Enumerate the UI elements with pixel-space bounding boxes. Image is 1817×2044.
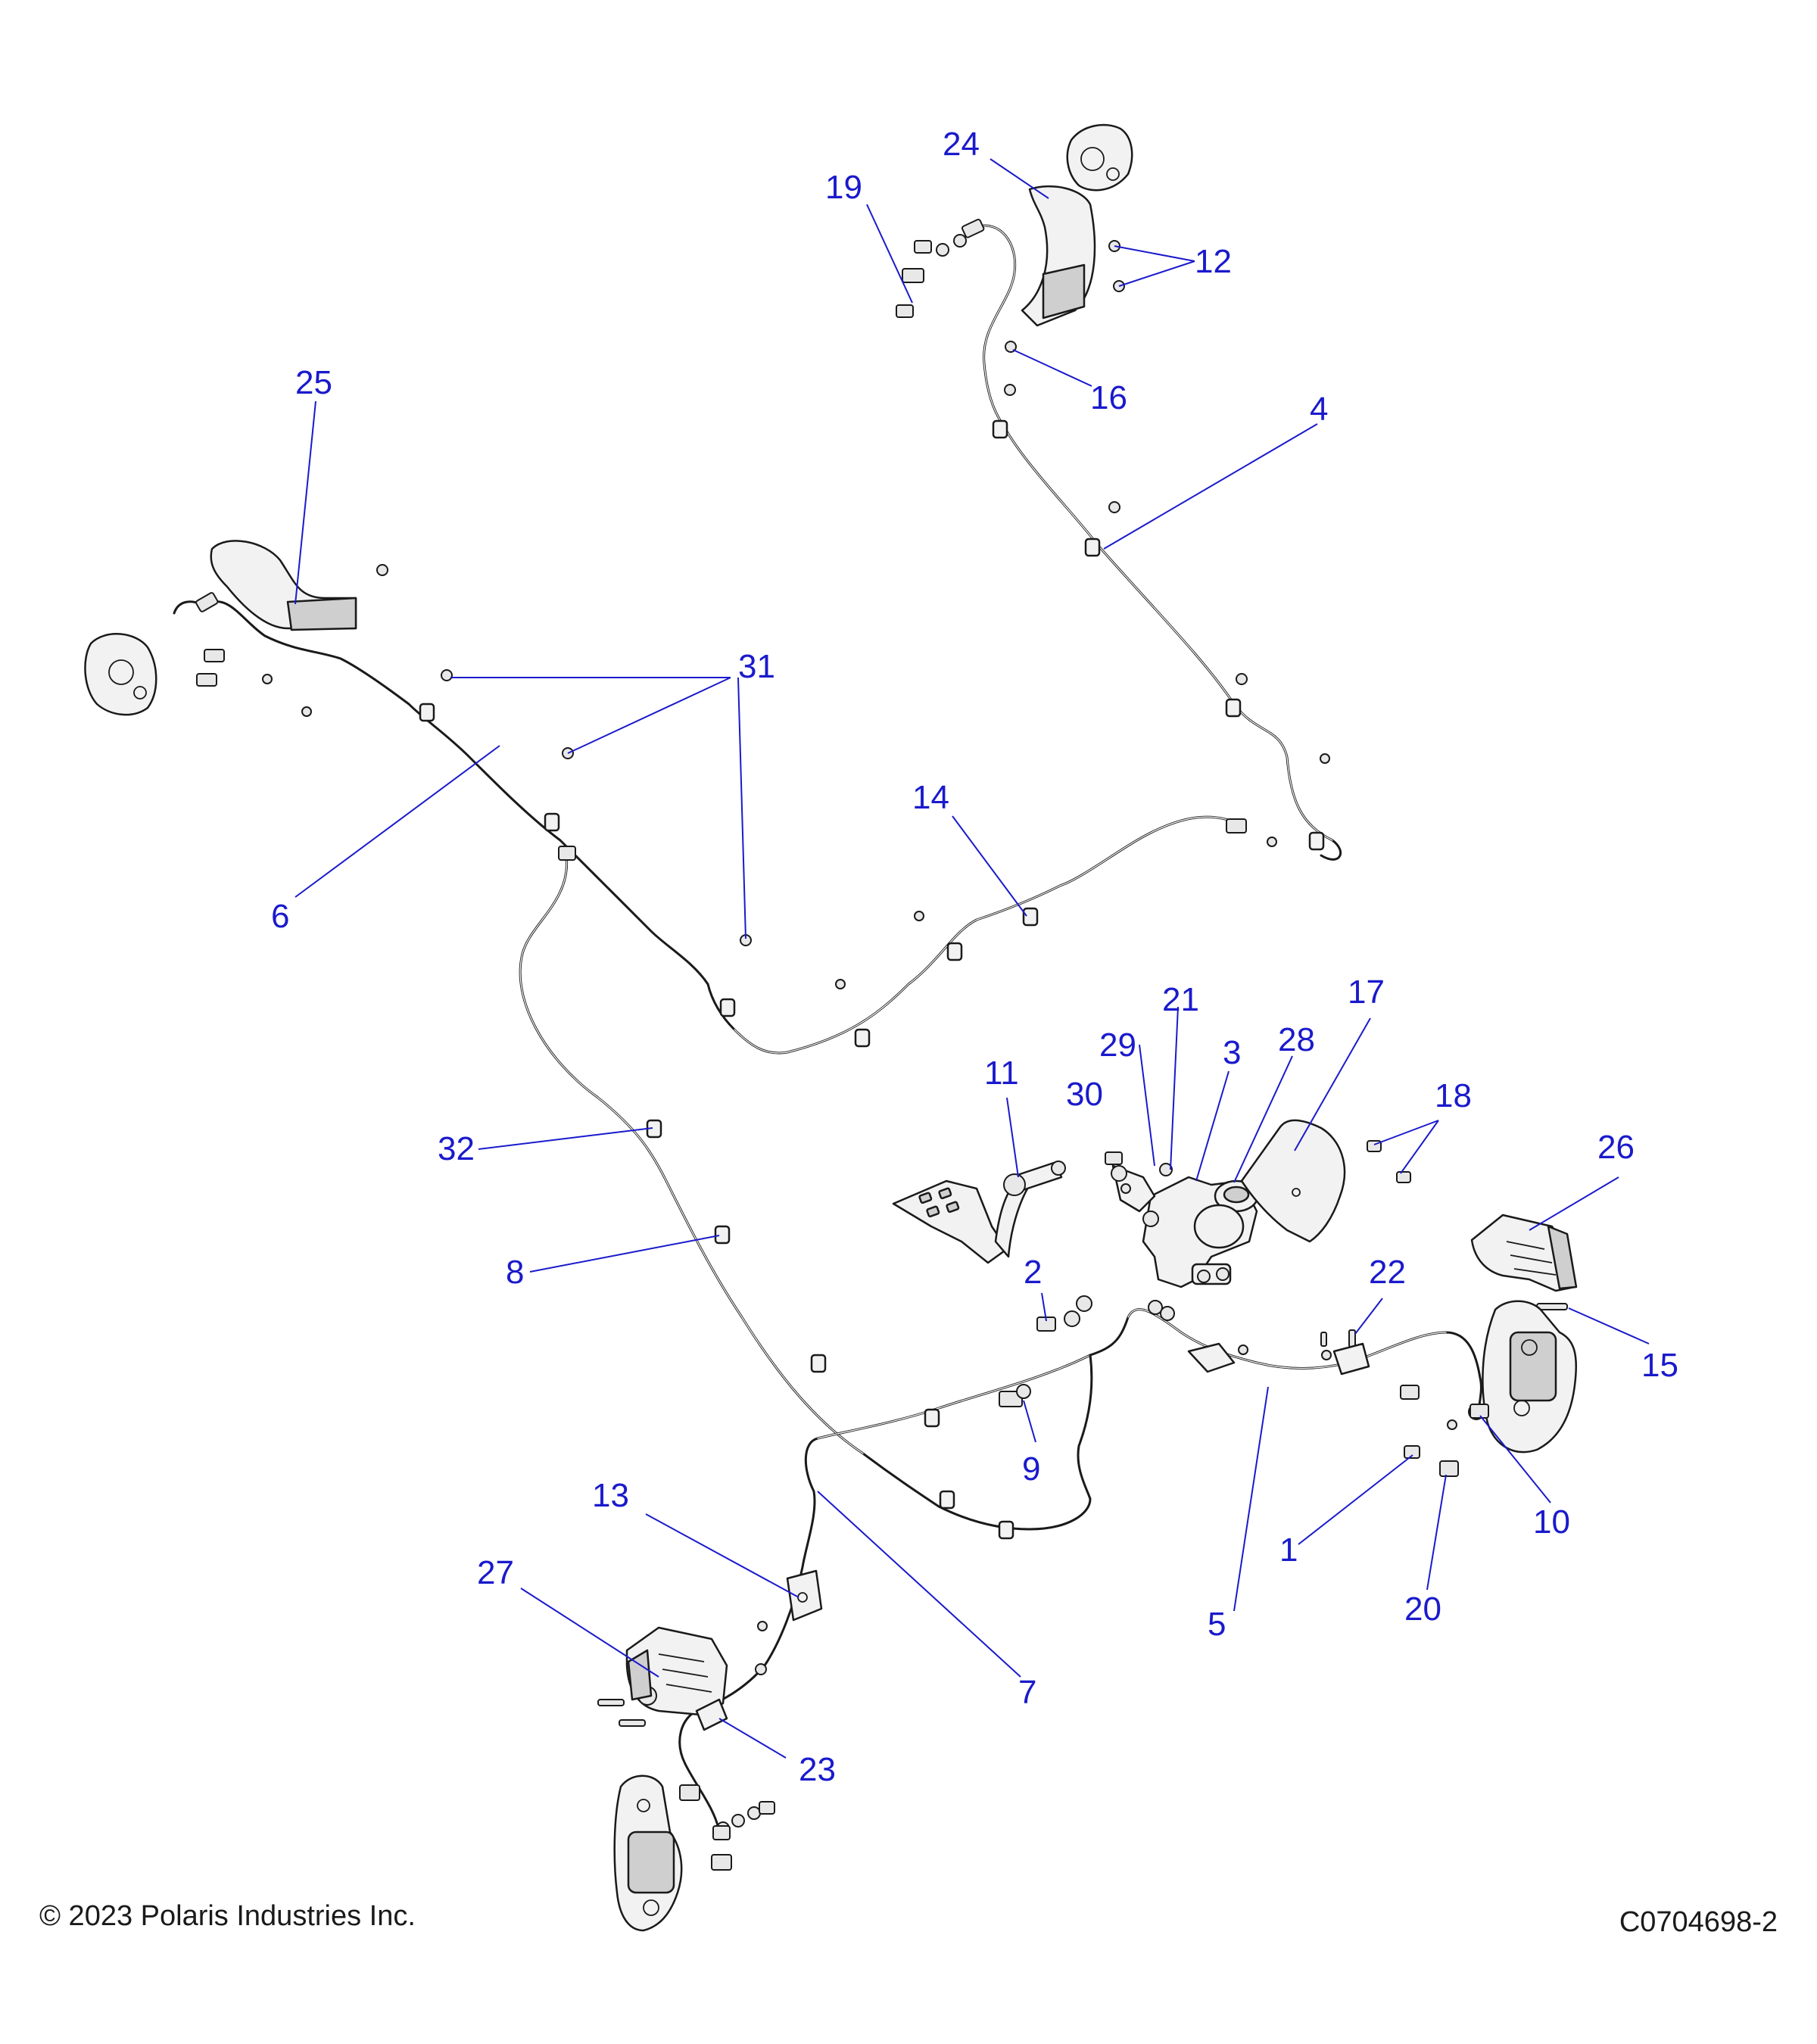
copyright-text: © 2023 Polaris Industries Inc.: [39, 1900, 416, 1932]
callout-17: 17: [1348, 974, 1385, 1011]
brake-line-7: [678, 1354, 1092, 1834]
part-23-bracket: [695, 1342, 1370, 1731]
callout-26: 26: [1597, 1129, 1635, 1166]
brake-line-8: [519, 854, 1092, 1531]
callout-22: 22: [1369, 1254, 1406, 1291]
leader-lines: [295, 158, 1650, 1759]
part-11-brake-pedal: [892, 1161, 1066, 1264]
callout-27: 27: [477, 1554, 514, 1591]
callout-14: 14: [912, 779, 949, 816]
callout-12: 12: [1195, 243, 1232, 280]
callout-2: 2: [1024, 1254, 1042, 1291]
callout-10: 10: [1533, 1503, 1570, 1541]
line-clips: [419, 419, 1325, 1540]
callout-labels: 1 2 3 4 5 6 7 8 9 10 11 12 13 14 15 16 1…: [271, 126, 1678, 1788]
brake-line-4: [975, 224, 1342, 861]
callout-31: 31: [738, 648, 775, 685]
callout-23: 23: [799, 1751, 836, 1788]
callout-4: 4: [1310, 391, 1328, 428]
part-lower-left-caliper: [613, 1774, 683, 1932]
line-fittings: [195, 218, 1489, 1840]
callout-9: 9: [1022, 1450, 1040, 1488]
callout-5: 5: [1208, 1606, 1226, 1643]
small-hardware: [196, 234, 1568, 1871]
callout-19: 19: [825, 169, 862, 206]
callout-13: 13: [592, 1477, 629, 1514]
callout-7: 7: [1018, 1674, 1036, 1711]
callout-29: 29: [1099, 1027, 1136, 1064]
part-13-bracket: [786, 1569, 823, 1622]
callout-30: 30: [1066, 1076, 1103, 1113]
part-3-master-cylinder: [1105, 1151, 1259, 1288]
brake-line-14: [203, 600, 1243, 1055]
callout-25: 25: [295, 364, 332, 401]
callout-15: 15: [1641, 1347, 1678, 1384]
part-27-bracket: [625, 1626, 728, 1716]
part-24-bracket: [1021, 123, 1133, 327]
brake-line-5: [1077, 1308, 1482, 1500]
drawing-number: C0704698-2: [1619, 1906, 1778, 1938]
callout-16: 16: [1090, 379, 1127, 416]
callout-3: 3: [1223, 1034, 1241, 1071]
callout-28: 28: [1278, 1021, 1315, 1058]
callout-1: 1: [1279, 1531, 1298, 1569]
callout-20: 20: [1404, 1591, 1441, 1628]
part-25-bracket: [84, 540, 357, 716]
part-17-heat-shield: [1240, 1119, 1346, 1243]
callout-18: 18: [1435, 1077, 1472, 1114]
callout-21: 21: [1162, 981, 1199, 1018]
part-10-rear-caliper: [1468, 1300, 1578, 1454]
part-26-bracket: [1470, 1214, 1578, 1292]
callout-24: 24: [943, 126, 980, 163]
callout-32: 32: [438, 1130, 475, 1167]
callout-8: 8: [506, 1254, 524, 1291]
callout-11: 11: [984, 1055, 1019, 1092]
callout-6: 6: [271, 898, 289, 935]
